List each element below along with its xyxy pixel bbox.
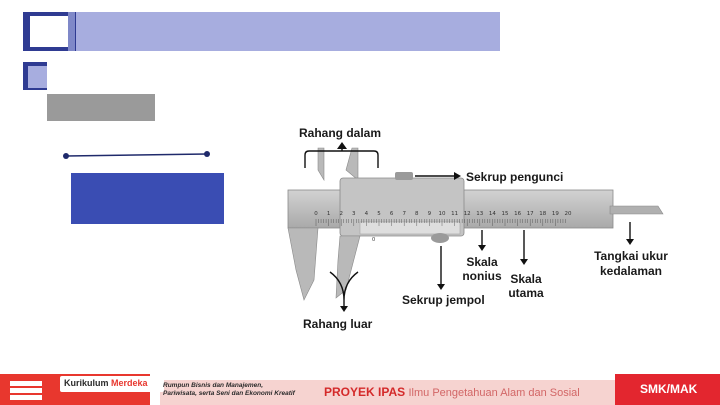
slider-window bbox=[359, 221, 461, 235]
main-scale-tick-label: 12 bbox=[464, 211, 471, 217]
main-scale-tick-label: 6 bbox=[390, 211, 394, 217]
main-scale-tick-label: 10 bbox=[439, 211, 446, 217]
kurikulum-badge bbox=[60, 376, 164, 392]
depth-rod bbox=[609, 205, 664, 215]
label-sekrup-jempol: Sekrup jempol bbox=[402, 293, 485, 307]
main-scale-tick-label: 20 bbox=[565, 211, 572, 217]
label-rahang-dalam: Rahang dalam bbox=[299, 126, 382, 140]
main-scale-tick-label: 18 bbox=[539, 211, 546, 217]
outer-jaw-moving bbox=[335, 235, 361, 299]
title-bar bbox=[75, 12, 500, 51]
thumb-screw bbox=[431, 233, 449, 243]
inner-jaw-moving bbox=[345, 147, 359, 181]
label-rahang-luar: Rahang luar bbox=[303, 317, 373, 331]
main-scale-tick-label: 11 bbox=[451, 211, 458, 217]
label-sekrup-pengunci: Sekrup pengunci bbox=[466, 170, 564, 184]
title-square-edge bbox=[68, 12, 75, 51]
main-scale-tick-label: 15 bbox=[502, 211, 509, 217]
main-scale-tick-label: 3 bbox=[352, 211, 356, 217]
main-scale-tick-label: 7 bbox=[402, 211, 406, 217]
main-scale-tick-label: 16 bbox=[514, 211, 521, 217]
main-scale-tick-label: 1 bbox=[327, 211, 331, 217]
footer-band bbox=[160, 380, 630, 405]
main-scale-tick-label: 8 bbox=[415, 211, 419, 217]
gray-placeholder-box bbox=[47, 94, 155, 121]
kurikulum-merdeka-logo-icon bbox=[10, 381, 42, 400]
label-skala-utama: Skala utama bbox=[508, 272, 544, 300]
label-tangkai-ukur-kedalaman: Tangkai ukur kedalaman bbox=[594, 249, 668, 278]
connector-line bbox=[63, 151, 210, 159]
main-scale-tick-label: 5 bbox=[377, 211, 381, 217]
inner-jaw-fixed bbox=[317, 147, 325, 182]
title-square-inner bbox=[30, 16, 68, 47]
label-skala-nonius: Skala nonius bbox=[462, 255, 502, 283]
footer-kurikulum: Kurikulum Merdeka bbox=[64, 378, 148, 388]
vernier-zero: 0 bbox=[372, 237, 375, 243]
blue-placeholder-box bbox=[71, 173, 224, 224]
outer-jaw-fixed bbox=[287, 227, 319, 301]
footer-rumpun: Rumpun Bisnis dan Manajemen, Pariwisata,… bbox=[163, 382, 295, 397]
main-scale-tick-label: 14 bbox=[489, 211, 496, 217]
locking-screw bbox=[395, 172, 413, 180]
main-scale-tick-label: 2 bbox=[339, 211, 343, 217]
footer-smk-mak: SMK/MAK bbox=[640, 382, 698, 396]
subtitle-square-inner bbox=[28, 66, 47, 88]
main-scale-tick-label: 19 bbox=[552, 211, 559, 217]
main-scale-tick-label: 0 bbox=[314, 211, 318, 217]
footer-right-block bbox=[615, 374, 720, 405]
main-scale-tick-label: 9 bbox=[428, 211, 432, 217]
main-scale-tick-label: 17 bbox=[527, 211, 534, 217]
main-scale-tick-label: 4 bbox=[365, 211, 369, 217]
footer-proyek-ipas: PROYEK IPAS Ilmu Pengetahuan Alam dan So… bbox=[324, 385, 580, 399]
main-scale-tick-label: 13 bbox=[476, 211, 483, 217]
